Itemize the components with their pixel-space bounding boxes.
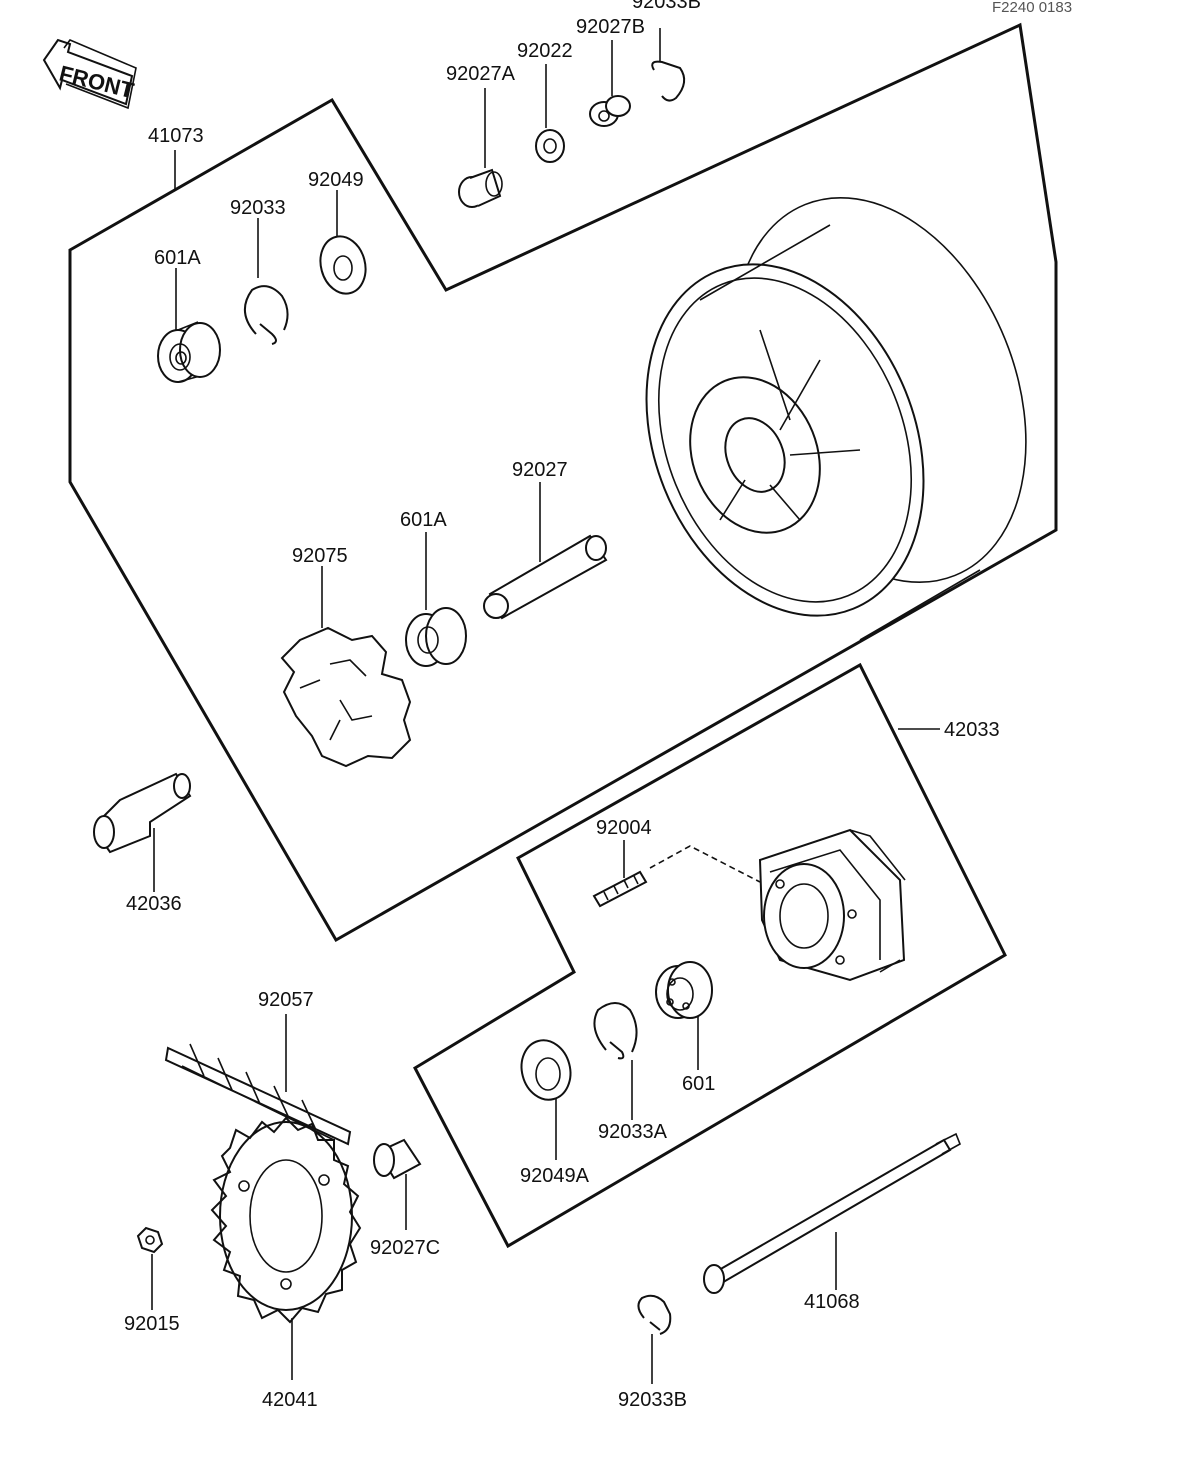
label-92075: 92075 — [292, 545, 348, 567]
nut-92015 — [136, 1226, 164, 1310]
label-41073: 41073 — [148, 125, 204, 147]
label-92027A: 92027A — [446, 63, 516, 85]
bearing-601A-mid — [405, 532, 467, 667]
bearing-601A-top — [157, 268, 221, 383]
label-42041: 42041 — [262, 1389, 318, 1411]
diagram-code: F2240 0183 — [992, 0, 1072, 16]
wheel-assembly-outline — [68, 22, 1058, 943]
label-92033A: 92033A — [598, 1121, 668, 1143]
circlip-92033 — [244, 218, 289, 345]
label-92057: 92057 — [258, 989, 314, 1011]
sprocket-42041 — [210, 1116, 362, 1380]
circlip-92033B-top — [651, 28, 686, 102]
hub-assembly-outline — [413, 662, 1007, 1249]
front-arrow-icon: FRONT — [42, 38, 137, 110]
label-92022: 92022 — [517, 40, 573, 62]
label-92033B-bottom: 92033B — [618, 1389, 687, 1411]
chain-92057 — [164, 1014, 352, 1146]
seal-92049A — [520, 1039, 572, 1160]
label-601A-mid: 601A — [400, 509, 447, 531]
collar-92027B — [589, 40, 631, 127]
collar-92027A — [458, 88, 503, 208]
bearing-601 — [655, 961, 713, 1070]
label-92027C: 92027C — [370, 1237, 440, 1259]
label-92033: 92033 — [230, 197, 286, 219]
label-92004: 92004 — [596, 817, 652, 839]
stud-92004 — [592, 840, 761, 908]
axle-41068 — [703, 1132, 962, 1294]
washer-92022 — [535, 64, 565, 163]
label-601A-top: 601A — [154, 247, 201, 269]
label-92049A: 92049A — [520, 1165, 590, 1187]
collar-42036 — [93, 772, 192, 892]
sprocket-hub-42033 — [758, 828, 906, 982]
circlip-92033B-bottom — [637, 1294, 672, 1384]
label-92049: 92049 — [308, 169, 364, 191]
wheel-rim — [645, 196, 1027, 641]
collar-92027C — [373, 1138, 422, 1230]
label-92033B-top: 92033B — [632, 0, 701, 13]
label-42033: 42033 — [944, 719, 1000, 741]
seal-92049 — [319, 190, 367, 295]
front-label: FRONT — [57, 61, 137, 104]
sleeve-92027 — [483, 482, 608, 620]
label-92027: 92027 — [512, 459, 568, 481]
circlip-92033A — [593, 1002, 638, 1120]
label-92015: 92015 — [124, 1313, 180, 1335]
label-92027B: 92027B — [576, 16, 645, 38]
damper-92075 — [280, 566, 412, 768]
label-41068: 41068 — [804, 1291, 860, 1313]
label-601: 601 — [682, 1073, 715, 1095]
label-42036: 42036 — [126, 893, 182, 915]
